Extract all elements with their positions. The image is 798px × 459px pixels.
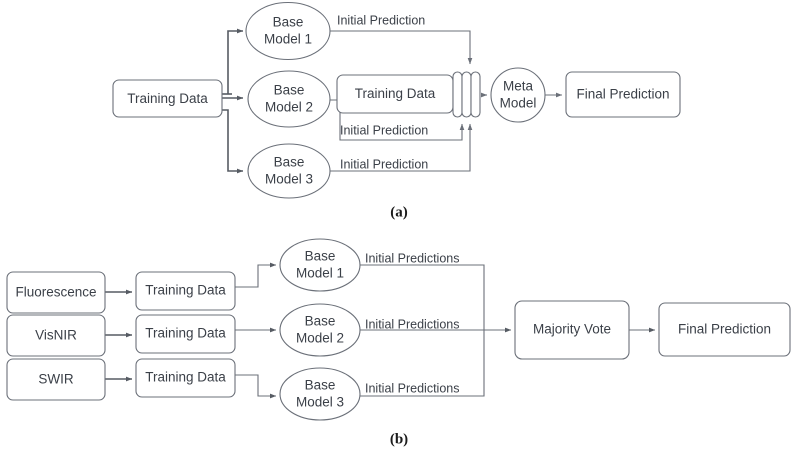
- panel-a-base-model-2-label-line2: Model 2: [265, 100, 313, 115]
- panel-a-base-model-2-label-line1: Base: [274, 83, 305, 98]
- panel-b-majority-vote: Majority Vote: [514, 300, 630, 360]
- panel-a-base-model-1-label-line2: Model 1: [264, 32, 312, 47]
- panel-b-base-model-1: Base Model 1: [279, 238, 361, 292]
- panel-b-base-model-3-label-line1: Base: [305, 378, 336, 393]
- panel-a-base-model-2-ellipse: [247, 70, 331, 128]
- panel-a-final-prediction-box: [565, 71, 681, 118]
- panel-b-training-data-1: Training Data: [135, 271, 236, 311]
- panel-b-base-model-1-ellipse: [279, 238, 361, 292]
- panel-b-source-1-label: Fluorescence: [15, 285, 96, 300]
- panel-a-base-model-2: Base Model 2: [247, 70, 331, 128]
- panel-b-base-model-3-ellipse: [279, 367, 361, 421]
- panel-b-base-model-2-label-line2: Model 2: [296, 331, 344, 346]
- panel-a-edge-label-prediction-1: Initial Prediction: [337, 13, 425, 27]
- panel-b-base-model-2-label-line1: Base: [305, 314, 336, 329]
- panel-b-majority-vote-label: Majority Vote: [533, 322, 611, 337]
- panel-a-base-model-3: Base Model 3: [247, 143, 331, 199]
- panel-a-caption: (a): [390, 204, 408, 220]
- panel-b-source-1: Fluorescence: [6, 271, 106, 314]
- panel-b-source-3: SWIR: [6, 358, 106, 401]
- edge-base-model-3-to-stack: [330, 123, 473, 172]
- panel-b-base-model-2-ellipse: [279, 303, 361, 357]
- panel-a-input-training-data-box: [112, 79, 223, 118]
- panel-a-meta-model-label-line1: Meta: [503, 79, 534, 94]
- panel-a: Training Data Base Model 1 Base Model 2 …: [112, 1, 681, 220]
- edge-input-to-base-model-3: [222, 109, 244, 174]
- panel-b-final-prediction: Final Prediction: [658, 302, 791, 357]
- edge-input-to-base-model-1: [227, 28, 244, 94]
- panel-b-training-data-1-label: Training Data: [145, 283, 226, 298]
- panel-a-base-model-3-label-line2: Model 3: [265, 172, 313, 187]
- panel-b-source-2: VisNIR: [6, 314, 106, 357]
- panel-a-prediction-column-3: [470, 71, 481, 118]
- panel-b-base-model-1-label-line2: Model 1: [296, 266, 344, 281]
- panel-a-stacked-training-data: Training Data: [336, 74, 454, 114]
- edge-base-model-3-to-merge: [360, 330, 485, 397]
- panel-a-edge-label-prediction-2: Initial Prediction: [340, 123, 428, 137]
- panel-a-base-model-1-label-line1: Base: [273, 15, 304, 30]
- panel-b-training-data-3-label: Training Data: [145, 370, 226, 385]
- panel-b-training-data-3-box: [135, 358, 236, 398]
- panel-a-base-model-3-ellipse: [247, 143, 331, 199]
- panel-b-base-model-2: Base Model 2: [279, 303, 361, 357]
- panel-a-input-fanout-edges: [222, 28, 244, 174]
- panel-a-prediction-column-1: [452, 71, 463, 118]
- panel-b-training-data-2-label: Training Data: [145, 326, 226, 341]
- panel-a-base-model-1: Base Model 1: [245, 1, 331, 61]
- panel-a-meta-model-label-line2: Model: [500, 96, 537, 111]
- panel-a-edge-label-prediction-3: Initial Prediction: [340, 157, 428, 171]
- panel-b-edge-label-predictions-3: Initial Predictions: [365, 381, 460, 395]
- panel-b-base-model-3: Base Model 3: [279, 367, 361, 421]
- panel-b-source-3-label: SWIR: [38, 372, 73, 387]
- panel-b-caption: (b): [390, 431, 408, 447]
- panel-a-prediction-column-2: [461, 71, 472, 118]
- panel-b-final-prediction-box: [658, 302, 791, 357]
- panel-a-meta-model: Meta Model: [490, 67, 546, 123]
- panel-a-meta-model-circle: [490, 67, 546, 123]
- panel-b-source-1-box: [6, 271, 106, 314]
- panel-a-stacked-training-data-label: Training Data: [355, 86, 436, 101]
- panel-a-prediction-columns: [452, 71, 481, 118]
- panel-b-base-model-1-label-line1: Base: [305, 249, 336, 264]
- edge-training-data-3-to-base-model-3: [235, 374, 277, 399]
- edge-training-data-1-to-base-model-1: [235, 262, 277, 288]
- panel-a-base-model-1-ellipse: [245, 1, 331, 61]
- panel-b-training-data-2-box: [135, 314, 236, 354]
- panel-a-final-prediction: Final Prediction: [565, 71, 681, 118]
- panel-b-training-data-2: Training Data: [135, 314, 236, 354]
- panel-a-final-prediction-label: Final Prediction: [576, 87, 669, 102]
- panel-a-base-model-3-label-line1: Base: [274, 155, 305, 170]
- panel-a-input-training-data: Training Data: [112, 79, 223, 118]
- panel-b-training-data-3: Training Data: [135, 358, 236, 398]
- edge-base-model-1-to-stack: [330, 30, 473, 65]
- panel-b-source-2-label: VisNIR: [35, 328, 77, 343]
- panel-b-majority-vote-box: [514, 300, 630, 360]
- panel-b: Fluorescence VisNIR SWIR Training Data T…: [6, 238, 791, 447]
- panel-b-source-3-box: [6, 358, 106, 401]
- panel-b-edge-label-predictions-1: Initial Predictions: [365, 251, 460, 265]
- panel-b-base-model-3-label-line2: Model 3: [296, 395, 344, 410]
- panel-b-edge-label-predictions-2: Initial Predictions: [365, 317, 460, 331]
- panel-b-source-2-box: [6, 314, 106, 357]
- panel-a-input-training-data-label: Training Data: [127, 91, 208, 106]
- panel-b-final-prediction-label: Final Prediction: [678, 322, 771, 337]
- panel-b-training-data-1-box: [135, 271, 236, 311]
- edge-base-model-1-to-merge: [360, 264, 485, 330]
